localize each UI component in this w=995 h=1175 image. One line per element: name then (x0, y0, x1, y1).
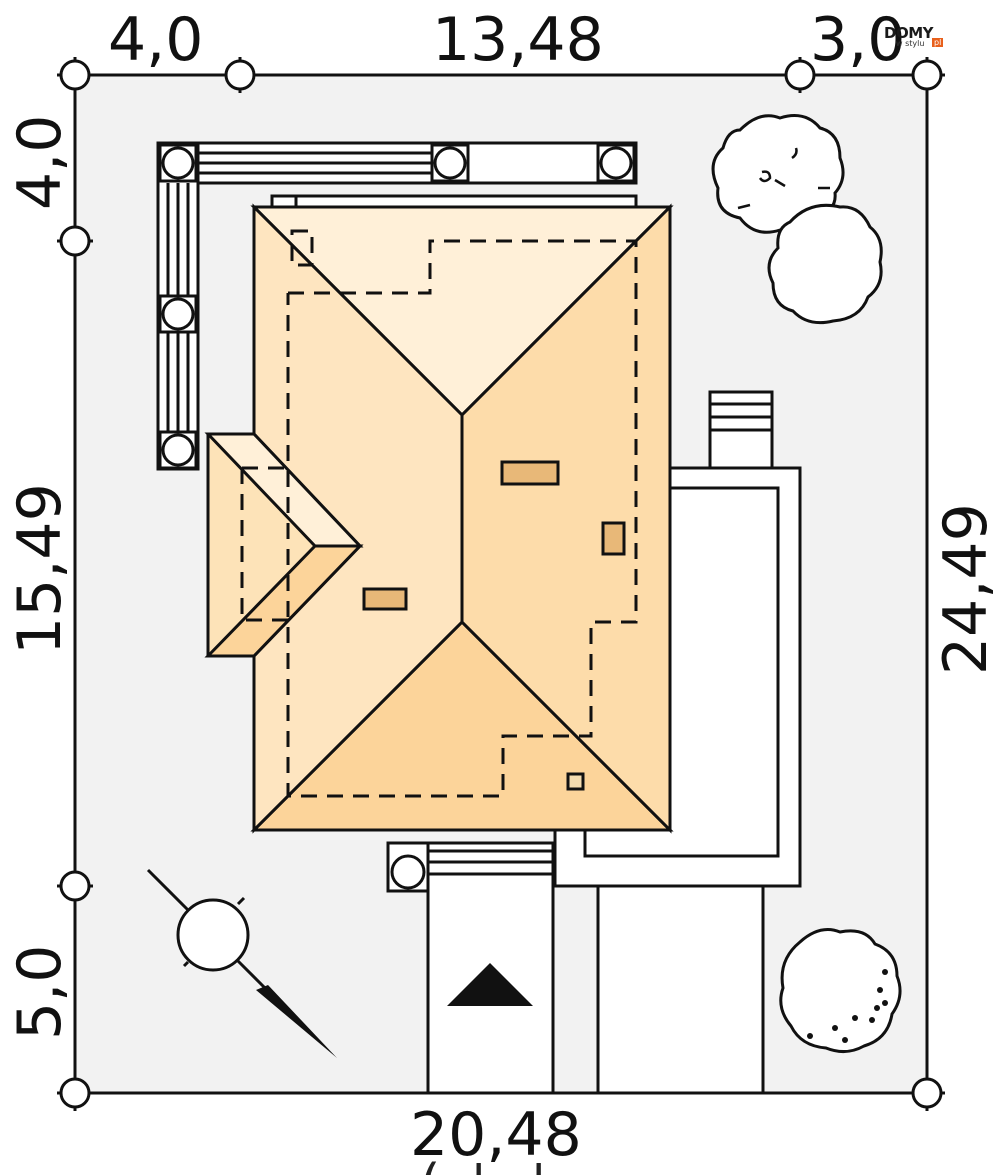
dim-left-top: 4,0 (5, 115, 75, 210)
dim-left-bottom: 5,0 (5, 945, 75, 1040)
entrance-marker-icon (447, 963, 533, 1006)
cut-off-label: ( ↓ ↓ ⅂ ↓ ) (420, 1158, 600, 1175)
dormer (204, 432, 364, 658)
north-arrow-icon (146, 868, 337, 1058)
building-outline-dashed (240, 229, 638, 798)
chimneys (362, 460, 626, 791)
pergola (156, 141, 638, 471)
tree-icon (767, 203, 883, 325)
logo-sub-text: w stylu (896, 39, 925, 48)
dim-left-middle: 15,49 (5, 483, 75, 655)
roof (250, 203, 674, 834)
logo-main-text: DOMY (884, 24, 934, 42)
cut-off-text: ( ↓ ↓ ⅂ ↓ ) (420, 1158, 600, 1175)
domy-w-stylu-logo: DOMY w stylu pl (884, 24, 964, 52)
dim-top-middle: 13,48 (432, 5, 604, 75)
dim-top-left: 4,0 (108, 5, 203, 75)
dim-bottom: 20,48 (410, 1100, 582, 1170)
tree-icon (779, 928, 902, 1053)
dim-right: 24,49 (931, 503, 995, 675)
dim-top-right: 3,0 (810, 5, 905, 75)
logo-badge: pl (932, 38, 944, 47)
dimension-markers (57, 57, 945, 1111)
